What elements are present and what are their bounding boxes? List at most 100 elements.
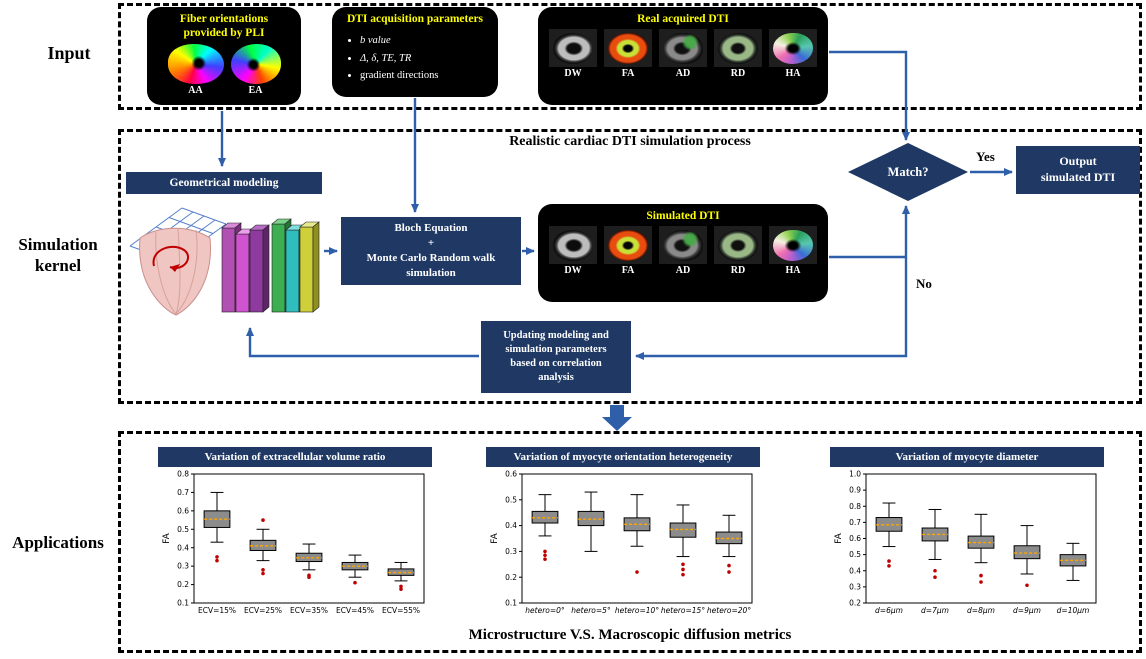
svg-text:0.2: 0.2	[177, 580, 189, 589]
sim-rd-image	[714, 226, 762, 265]
svg-text:0.6: 0.6	[177, 506, 189, 515]
svg-text:0.2: 0.2	[849, 599, 861, 608]
dti-parameters-list: b value Δ, δ, TE, TR gradient directions	[360, 32, 498, 84]
ha-map-icon	[773, 229, 813, 261]
svg-text:0.8: 0.8	[849, 502, 861, 511]
svg-text:0.1: 0.1	[177, 599, 189, 608]
sim-fa-label: FA	[621, 265, 635, 277]
real-fa-image	[604, 29, 652, 68]
svg-text:0.7: 0.7	[177, 488, 189, 497]
svg-text:d=8μm: d=8μm	[967, 606, 995, 615]
diameter-chart-title: Variation of myocyte diameter	[830, 447, 1104, 467]
dti-parameters-box: DTI acquisition parameters b value Δ, δ,…	[332, 7, 498, 97]
pli-ea-image	[230, 43, 281, 84]
svg-text:FA: FA	[834, 532, 844, 543]
simulated-dti-image-row: DW FA AD RD HA	[538, 226, 828, 276]
geometrical-modeling-illustration	[126, 194, 322, 322]
sim-ad-label: AD	[675, 265, 691, 277]
real-dti-title: Real acquired DTI	[637, 13, 729, 25]
dti-parameters-title: DTI acquisition parameters	[346, 13, 484, 25]
real-ad-label: AD	[675, 68, 691, 80]
svg-text:0.6: 0.6	[849, 534, 861, 543]
svg-text:ECV=15%: ECV=15%	[198, 606, 236, 615]
svg-text:hetero=5°: hetero=5°	[571, 606, 611, 615]
simulated-dti-box: Simulated DTI DW FA AD RD HA	[538, 204, 828, 302]
real-ha-label: HA	[785, 68, 801, 80]
svg-text:ECV=25%: ECV=25%	[244, 606, 282, 615]
svg-text:0.7: 0.7	[849, 518, 861, 527]
fa-map-icon	[608, 32, 648, 64]
rd-map-icon	[718, 229, 758, 261]
sim-rd-label: RD	[730, 265, 746, 277]
svg-text:FA: FA	[162, 532, 172, 543]
fa-map-icon	[608, 229, 648, 261]
pli-image-row: AA EA	[147, 43, 301, 96]
pli-orientations-box: Fiber orientations provided by PLI AA EA	[147, 7, 301, 105]
yes-branch-label: Yes	[976, 149, 995, 164]
svg-text:d=6μm: d=6μm	[875, 606, 903, 615]
simulation-kernel-frame	[118, 129, 1142, 404]
sim-fa-image	[604, 226, 652, 265]
svg-text:0.3: 0.3	[177, 562, 189, 571]
parameter-item-timing: Δ, δ, TE, TR	[360, 50, 498, 67]
rd-map-icon	[718, 32, 758, 64]
real-ad-column: AD	[659, 29, 707, 79]
sim-ha-image	[769, 226, 817, 265]
real-fa-label: FA	[621, 68, 635, 80]
update-parameters-box: Updating modeling and simulation paramet…	[481, 321, 631, 393]
svg-text:d=9μm: d=9μm	[1013, 606, 1041, 615]
output-simulated-dti-box: Output simulated DTI	[1016, 146, 1140, 194]
pli-aa-label: AA	[188, 84, 203, 96]
sim-ha-column: HA	[769, 226, 817, 276]
input-section-label: Input	[47, 43, 91, 63]
real-dw-label: DW	[564, 68, 582, 80]
dw-map-icon	[553, 32, 593, 64]
applications-label: Applications	[12, 533, 104, 552]
sim-ad-column: AD	[659, 226, 707, 276]
ecv-chart-panel: Variation of extracellular volume ratio …	[158, 447, 432, 619]
svg-text:ECV=45%: ECV=45%	[336, 606, 374, 615]
sim-fa-column: FA	[604, 226, 652, 276]
real-rd-label: RD	[730, 68, 746, 80]
no-branch-label: No	[916, 276, 932, 291]
real-acquired-dti-box: Real acquired DTI DW FA AD RD HA	[538, 7, 828, 105]
svg-text:0.8: 0.8	[177, 470, 189, 479]
pli-box-title: Fiber orientations provided by PLI	[179, 13, 269, 40]
bloch-equation-box: Bloch Equation + Monte Carlo Random walk…	[341, 217, 521, 285]
sim-rd-column: RD	[714, 226, 762, 276]
svg-text:0.4: 0.4	[177, 543, 189, 552]
sim-ha-label: HA	[785, 265, 801, 277]
heterogeneity-chart-panel: Variation of myocyte orientation heterog…	[486, 447, 760, 619]
heterogeneity-chart-title: Variation of myocyte orientation heterog…	[486, 447, 760, 467]
kernel-process-title: Realistic cardiac DTI simulation process	[509, 134, 751, 149]
applications-frame	[118, 431, 1142, 653]
sim-dw-column: DW	[549, 226, 597, 276]
real-fa-column: FA	[604, 29, 652, 79]
geometrical-modeling-header: Geometrical modeling	[126, 172, 322, 194]
simulated-dti-title: Simulated DTI	[646, 210, 720, 222]
svg-text:0.5: 0.5	[177, 525, 189, 534]
svg-text:d=7μm: d=7μm	[921, 606, 949, 615]
ad-map-icon	[663, 229, 703, 261]
svg-text:0.3: 0.3	[505, 547, 517, 556]
real-ha-column: HA	[769, 29, 817, 79]
sim-dw-label: DW	[564, 265, 582, 277]
pli-aa-image	[167, 43, 224, 84]
svg-text:0.4: 0.4	[505, 521, 517, 530]
parameter-item-gradients: gradient directions	[360, 67, 498, 84]
arrow-kernel-to-applications	[602, 405, 632, 431]
svg-text:0.5: 0.5	[849, 550, 861, 559]
svg-text:hetero=15°: hetero=15°	[661, 606, 705, 615]
svg-text:0.4: 0.4	[849, 566, 861, 575]
input-section-frame	[118, 3, 1142, 110]
real-dw-column: DW	[549, 29, 597, 79]
svg-text:FA: FA	[490, 532, 500, 543]
simulation-kernel-label: Simulation kernel	[18, 235, 98, 276]
svg-text:0.2: 0.2	[505, 573, 517, 582]
real-rd-image	[714, 29, 762, 68]
